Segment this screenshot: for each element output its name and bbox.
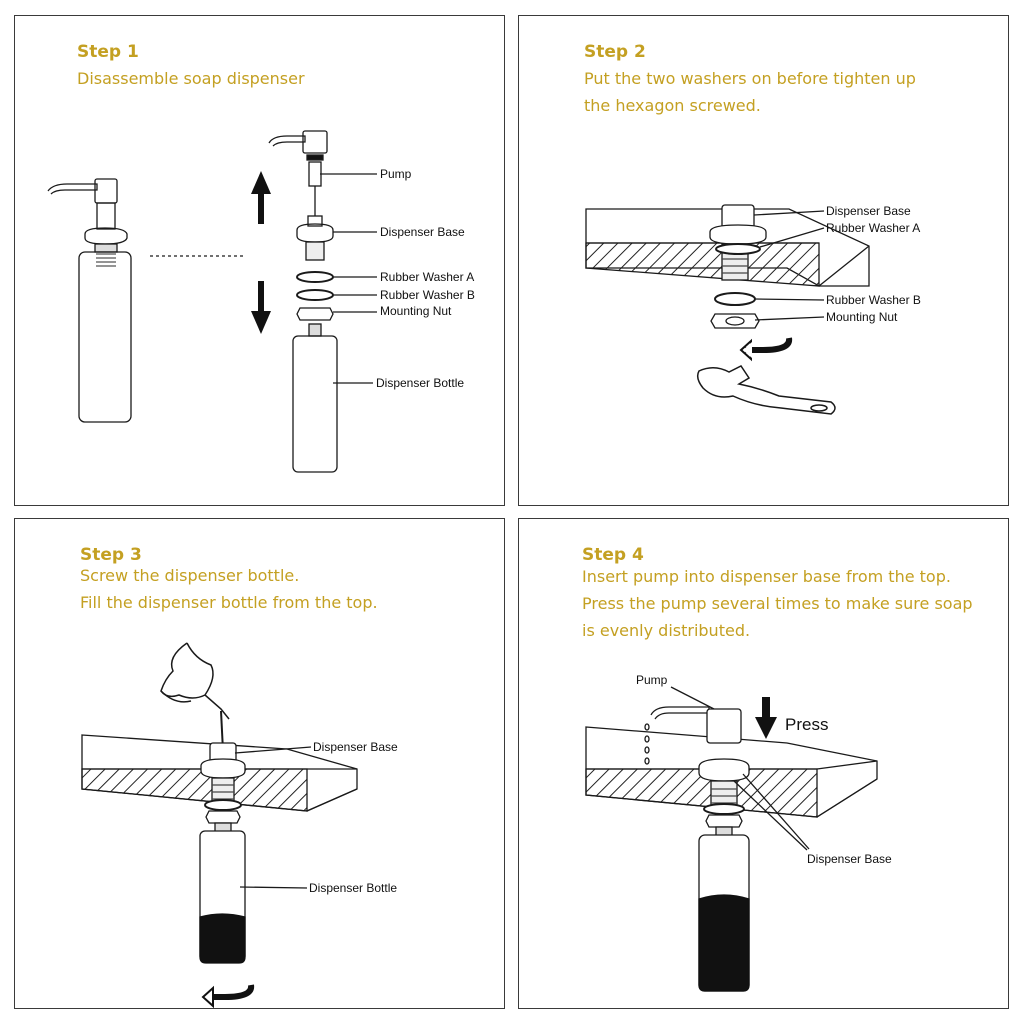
exploded-dispenser [268,130,338,473]
step-4-diagram: Pump Press Dispenser Base [585,673,892,992]
dispenser-assembly [199,742,246,964]
label-rubber-washer-b: Rubber Washer B [826,293,921,307]
up-arrow [251,171,271,224]
step-2-title: Step 2 [584,42,646,62]
step-2-instruction-line-2: the hexagon screwed. [584,96,761,115]
step-4-instruction-line-3: is evenly distributed. [582,621,751,640]
step-1-panel: Step 1 Disassemble soap dispenser [14,15,505,506]
label-pump: Pump [380,167,412,181]
step-3-instruction-line-2: Fill the dispenser bottle from the top. [80,593,378,612]
label-dispenser-bottle: Dispenser Bottle [376,376,464,390]
rotation-arrow-icon [201,984,255,1009]
label-rubber-washer-a: Rubber Washer A [380,270,474,284]
step-1-instruction: Disassemble soap dispenser [77,69,305,88]
hand-icon [160,642,230,752]
label-rubber-washer-a: Rubber Washer A [826,221,920,235]
label-rubber-washer-b: Rubber Washer B [380,288,475,302]
down-arrow [251,281,271,334]
label-dispenser-base: Dispenser Base [380,225,465,239]
step-3-title: Step 3 [80,545,142,565]
label-dispenser-bottle: Dispenser Bottle [309,881,397,895]
rubber-washer-b [714,292,756,306]
countertop [585,208,870,287]
step-2-panel: Step 2 Put the two washers on before tig… [518,15,1009,506]
step-2-instruction-line-1: Put the two washers on before tighten up [584,69,916,88]
label-dispenser-base: Dispenser Base [313,740,398,754]
wrench [696,365,836,415]
step-4-instruction-line-1: Insert pump into dispenser base from the… [582,567,951,586]
label-mounting-nut: Mounting Nut [826,310,898,324]
label-pump: Pump [636,673,668,687]
step-4-title: Step 4 [582,545,644,565]
label-dispenser-base: Dispenser Base [807,852,892,866]
press-arrow-icon [755,697,777,739]
dispenser-base-assembly [709,204,767,281]
label-dispenser-base: Dispenser Base [826,204,911,218]
step-4-instruction-line-2: Press the pump several times to make sur… [582,594,973,613]
label-press: Press [785,715,828,734]
pump-assembly [650,706,750,992]
step-2-diagram: Dispenser Base Rubber Washer A Rubber Wa… [585,204,921,415]
step-3-instruction-line-1: Screw the dispenser bottle. [80,566,300,585]
rotation-arrow-icon [739,337,793,362]
step-1-title: Step 1 [77,42,139,62]
mounting-nut [710,313,760,329]
label-mounting-nut: Mounting Nut [380,304,452,318]
step-3-panel: Step 3 Screw the dispenser bottle. Fill … [14,518,505,1009]
step-1-diagram: Pump Dispenser Base Rubber Washer A Rubb… [47,130,475,473]
step-3-diagram: Dispenser Base Dispenser Bottle [81,642,398,1009]
assembled-dispenser [47,178,132,423]
step-4-panel: Step 4 Insert pump into dispenser base f… [518,518,1009,1009]
soap-drops-icon [644,723,650,765]
